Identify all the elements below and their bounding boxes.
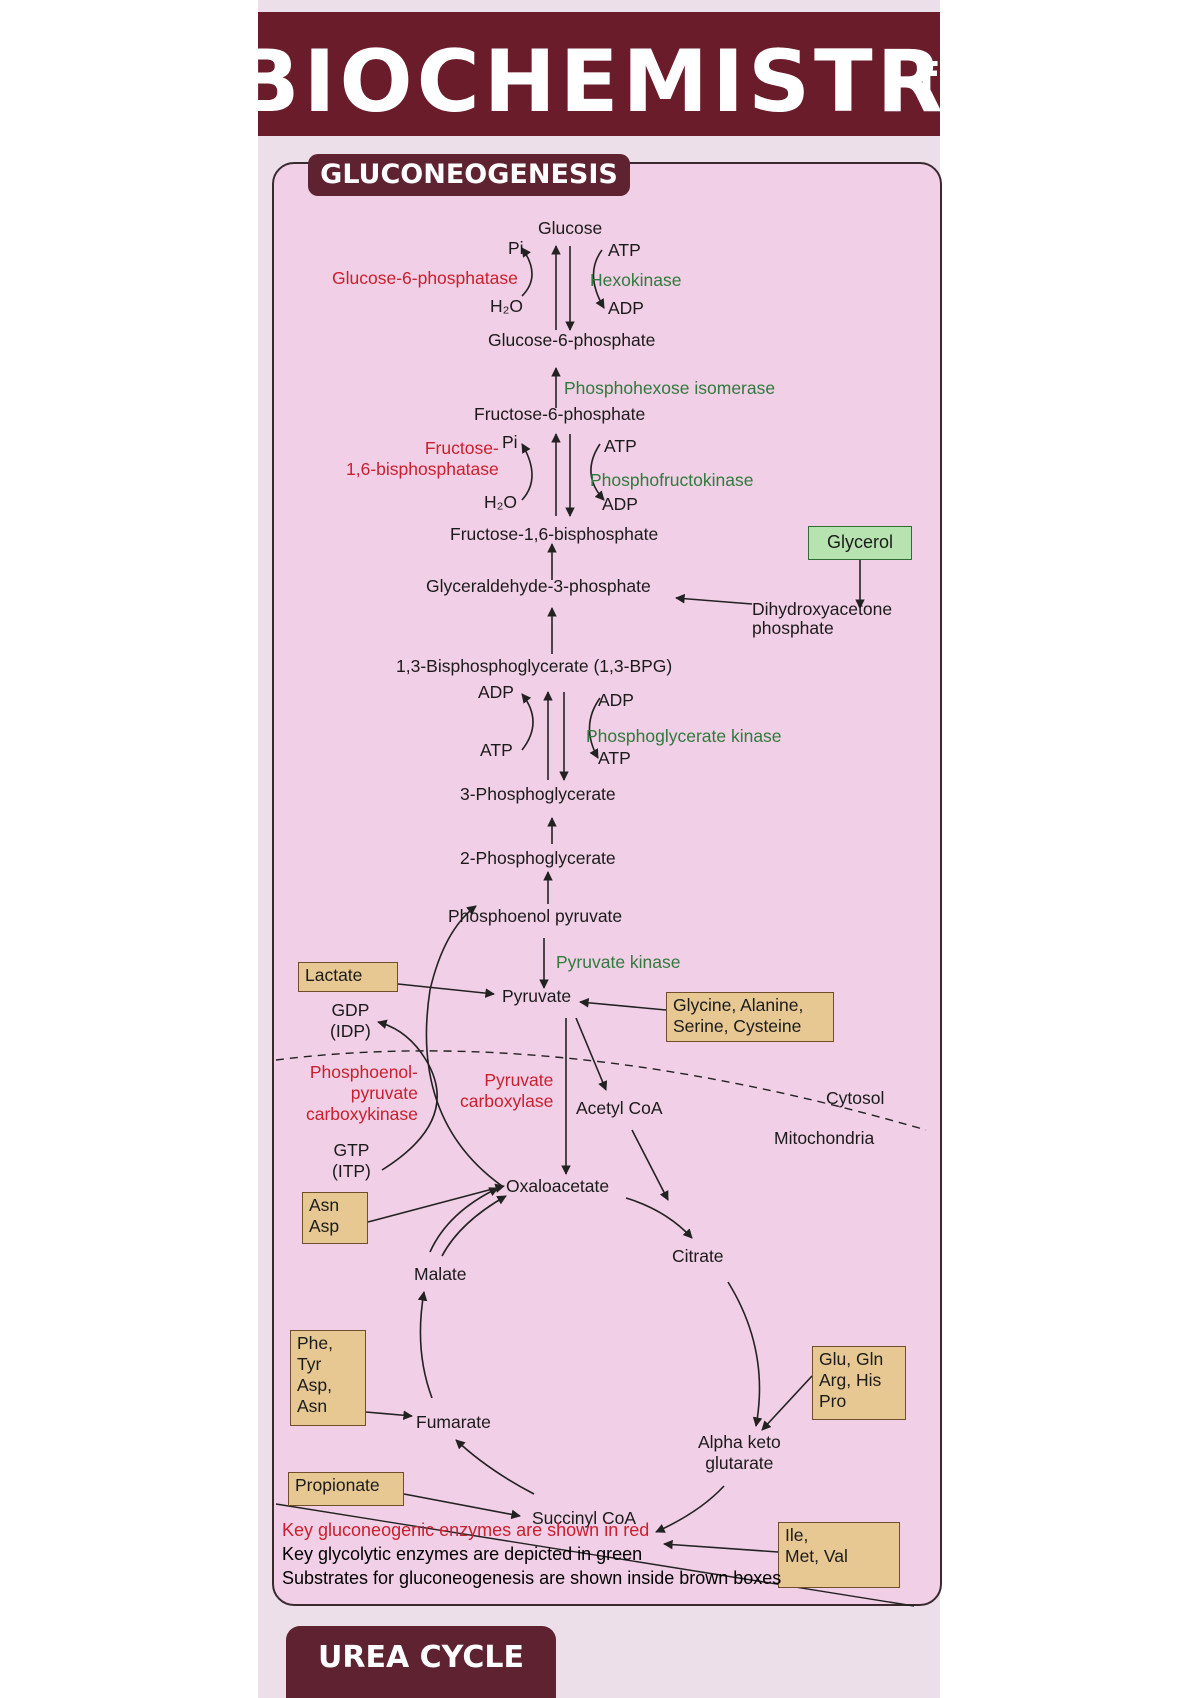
cofactor-pi: Pi	[502, 432, 518, 452]
section-tab: GLUCONEOGENESIS	[308, 154, 630, 196]
cofactor-gtp: GTP (ITP)	[332, 1140, 371, 1181]
legend-red: Key gluconeogenic enzymes are shown in r…	[282, 1520, 650, 1540]
acetyl-coa: Acetyl CoA	[576, 1098, 663, 1118]
substrate-glycerol-box: Glycerol	[808, 526, 912, 560]
citrate: Citrate	[672, 1246, 724, 1266]
enzyme-phosphoglycerate-kinase: Phosphoglycerate kinase	[586, 726, 782, 746]
cofactor-atp: ATP	[604, 436, 637, 456]
malate: Malate	[414, 1264, 467, 1284]
substrate-propionate-box: Propionate	[288, 1472, 404, 1506]
1-3-bisphosphoglycerate: 1,3-Bisphosphoglycerate (1,3-BPG)	[396, 656, 673, 676]
section-title: GLUCONEOGENESIS	[320, 159, 618, 190]
enzyme-glucose-6-phosphatase: Glucose-6-phosphatase	[332, 268, 518, 288]
cofactor-adp: ADP	[602, 494, 638, 514]
fructose-1-6-bisphosphate: Fructose-1,6-bisphosphate	[450, 524, 659, 544]
cofactor-h2o: H₂O	[490, 296, 524, 316]
cofactor-adp: ADP	[598, 690, 634, 710]
cofactor-adp: ADP	[478, 682, 514, 702]
enzyme-phosphofructokinase: Phosphofructokinase	[590, 470, 754, 490]
banner-title-cut: f	[918, 54, 938, 105]
3-phosphoglycerate: 3-Phosphoglycerate	[460, 784, 616, 804]
legend-green: Key glycolytic enzymes are depicted in g…	[282, 1544, 643, 1564]
glyceraldehyde-3-phosphate: Glyceraldehyde-3-phosphate	[426, 576, 651, 596]
banner-title: BIOCHEMISTRY	[234, 32, 1009, 132]
cofactor-atp: ATP	[480, 740, 513, 760]
enzyme-hexokinase: Hexokinase	[590, 270, 682, 290]
cofactor-gdp: GDP (IDP)	[330, 1000, 371, 1041]
cofactor-atp: ATP	[608, 240, 641, 260]
substrate-asn-asp-box: Asn Asp	[302, 1192, 368, 1244]
dihydroxyacetone-phosphate: Dihydroxyacetone phosphate	[752, 599, 893, 638]
enzyme-fructose-1-6-bisphosphatase: Fructose- 1,6-bisphosphatase	[346, 438, 499, 479]
pyruvate: Pyruvate	[502, 986, 572, 1006]
2-phosphoglycerate: 2-Phosphoglycerate	[460, 848, 616, 868]
substrate-glycine-alanine-box: Glycine, Alanine, Serine, Cysteine	[666, 992, 834, 1042]
next-section-tab: UREA CYCLE	[286, 1626, 556, 1698]
fructose-6-phosphate: Fructose-6-phosphate	[474, 404, 646, 424]
cofactor-h2o: H₂O	[484, 492, 518, 512]
next-section-title: UREA CYCLE	[318, 1640, 524, 1675]
substrate-glu-gln-box: Glu, Gln Arg, His Pro	[812, 1346, 906, 1420]
header-banner: BIOCHEMISTRY f	[234, 12, 1004, 136]
phosphoenol-pyruvate: Phosphoenol pyruvate	[448, 906, 623, 926]
cytosol-label: Cytosol	[826, 1088, 885, 1108]
cofactor-atp: ATP	[598, 748, 631, 768]
alpha-keto-glutarate: Alpha keto glutarate	[698, 1432, 781, 1473]
cofactor-adp: ADP	[608, 298, 644, 318]
enzyme-pyruvate-carboxylase: Pyruvate carboxylase	[460, 1070, 554, 1111]
legend-brown: Substrates for gluconeogenesis are shown…	[282, 1568, 782, 1588]
enzyme-pepck: Phosphoenol- pyruvate carboxykinase	[306, 1062, 418, 1124]
glucose: Glucose	[538, 218, 603, 238]
mitochondria-label: Mitochondria	[774, 1128, 875, 1148]
enzyme-phosphohexose-isomerase: Phosphohexose isomerase	[564, 378, 776, 398]
cofactor-pi: Pi	[508, 238, 524, 258]
fumarate: Fumarate	[416, 1412, 491, 1432]
substrate-ile-met-val-box: Ile, Met, Val	[778, 1522, 900, 1588]
substrate-phe-tyr-box: Phe, Tyr Asp, Asn	[290, 1330, 366, 1426]
oxaloacetate: Oxaloacetate	[506, 1176, 610, 1196]
enzyme-pyruvate-kinase: Pyruvate kinase	[556, 952, 681, 972]
succinyl-coa: Succinyl CoA	[532, 1508, 637, 1528]
glucose-6-phosphate: Glucose-6-phosphate	[488, 330, 656, 350]
substrate-lactate-box: Lactate	[298, 962, 398, 992]
